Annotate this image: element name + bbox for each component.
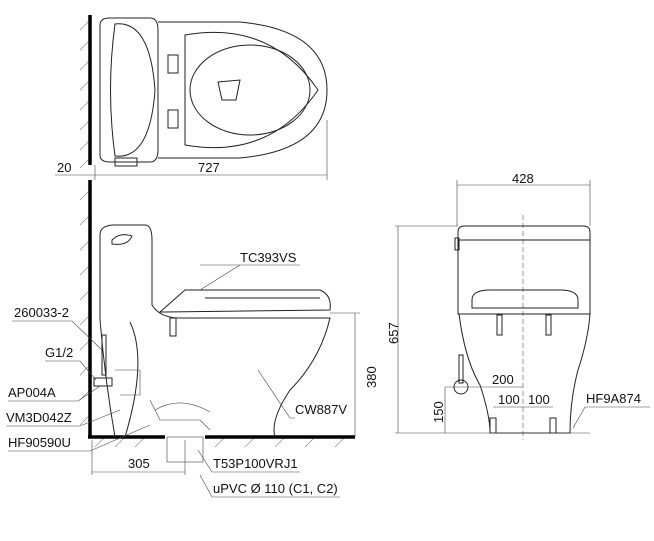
valve-top (114, 157, 138, 167)
dim-bolt-left: 100 (498, 392, 520, 407)
tank-lid-front (457, 225, 591, 241)
tank-top (99, 17, 159, 163)
seat-side (158, 289, 331, 313)
tank-lid (110, 23, 156, 157)
label-seat: TC393VS (240, 250, 297, 265)
dim-inlet-offset: 200 (492, 372, 514, 387)
label-drain: T53P100VRJ1 (213, 456, 298, 471)
dim-inlet-height: 150 (431, 401, 446, 423)
dim-seat-height: 380 (364, 366, 379, 388)
trapway-side (124, 321, 139, 438)
dim-wall-gap: 20 (57, 160, 71, 175)
dim-height: 657 (386, 322, 401, 344)
tank-front (457, 240, 591, 315)
bowl-outline-top (158, 21, 328, 159)
wall-hatch-top (79, 19, 91, 169)
side-view: TC393VS 260033-2 G1/2 AP004A VM3D042Z HF… (6, 180, 379, 498)
bowl-front (458, 313, 591, 434)
dim-rough-in: 305 (128, 456, 150, 471)
bowl-opening (189, 44, 311, 136)
floor-bolt-right (549, 417, 557, 434)
connector-pipes (115, 369, 211, 431)
seat-bolt-left (496, 314, 503, 336)
label-bowl: CW887V (295, 402, 347, 417)
hinge-top-1 (167, 54, 179, 74)
lever-front (454, 237, 460, 251)
dim-bolt-right: 100 (528, 392, 550, 407)
dim-length: 727 (198, 160, 220, 175)
hinge-top-2 (167, 109, 179, 129)
supply-hose (101, 334, 107, 376)
hose-front (458, 354, 464, 384)
flush-button (111, 234, 133, 245)
label-hose: 260033-2 (14, 305, 69, 320)
label-thread: G1/2 (45, 345, 73, 360)
seat-front (471, 289, 579, 309)
seat-bolt-right (545, 314, 552, 336)
label-bolts: HF9A874 (586, 391, 641, 406)
angle-valve (93, 377, 113, 387)
top-view: 20 727 (55, 15, 328, 180)
label-valve: VM3D042Z (6, 410, 72, 425)
seat-bolt-side (169, 317, 177, 337)
front-view: 428 657 150 200 100 100 HF9A874 (386, 171, 650, 440)
label-angle-valve: AP004A (8, 385, 56, 400)
label-pipe: uPVC Ø 110 (C1, C2) (213, 481, 338, 496)
label-flange: HF90590U (8, 435, 71, 450)
floor-bolt-left (489, 417, 497, 434)
dim-width: 428 (512, 171, 534, 186)
drain-hole-top (217, 79, 241, 101)
seat-top (184, 31, 319, 149)
